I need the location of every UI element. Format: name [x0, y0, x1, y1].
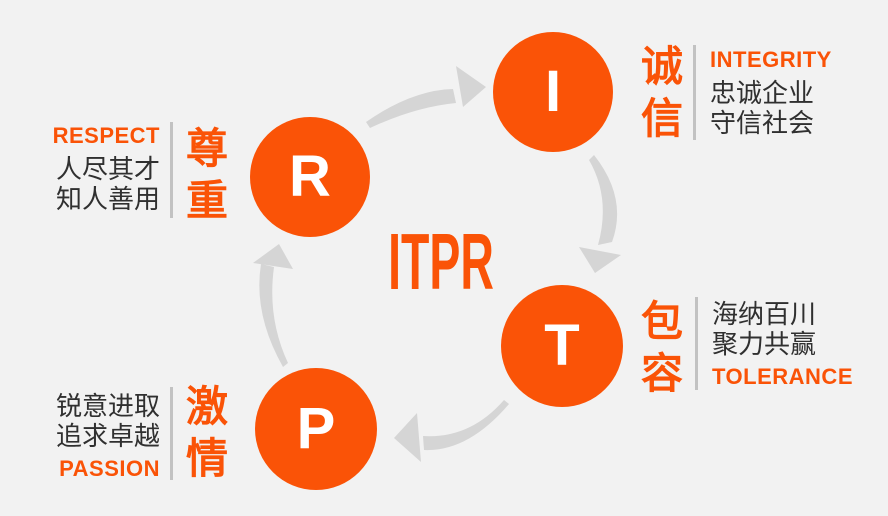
node-circle-integrity: I	[493, 32, 613, 152]
tolerance-cn-keyword: 包容	[640, 298, 683, 397]
node-letter-respect: R	[289, 144, 331, 209]
curved-arrow-down-icon	[579, 155, 621, 273]
integrity-textblock: INTEGRITY 忠诚企业 守信社会	[710, 47, 832, 139]
curved-arrow-left-icon	[394, 400, 509, 462]
node-circle-tolerance: T	[501, 285, 623, 407]
respect-cn-keyword: 尊重	[185, 125, 228, 224]
tolerance-desc-line2: 聚力共赢	[712, 329, 817, 359]
tolerance-textblock: 海纳百川 聚力共赢 TOLERANCE	[712, 299, 853, 389]
integrity-desc-line2: 守信社会	[710, 108, 815, 138]
center-title: ITPR	[388, 217, 494, 306]
respect-textblock: RESPECT 人尽其才 知人善用	[52, 123, 160, 215]
tolerance-en-label: TOLERANCE	[712, 364, 853, 389]
tolerance-desc-line1: 海纳百川	[712, 299, 817, 329]
curved-arrow-up-icon	[253, 244, 293, 367]
integrity-en-label: INTEGRITY	[710, 47, 832, 72]
node-circle-respect: R	[250, 117, 370, 237]
passion-cn-keyword: 激情	[185, 383, 228, 482]
passion-en-label: PASSION	[59, 456, 160, 481]
node-letter-integrity: I	[544, 59, 562, 124]
node-circle-passion: P	[255, 368, 377, 490]
integrity-desc-line1: 忠诚企业	[710, 78, 815, 108]
node-letter-tolerance: T	[544, 313, 580, 378]
respect-desc-line1: 人尽其才	[55, 154, 160, 184]
passion-desc-line2: 追求卓越	[55, 421, 160, 451]
respect-desc-line2: 知人善用	[55, 184, 160, 214]
curved-arrow-right-icon	[366, 66, 486, 128]
tolerance-divider	[695, 297, 698, 390]
integrity-divider	[693, 45, 696, 140]
passion-divider	[170, 387, 173, 480]
passion-textblock: 锐意进取 追求卓越 PASSION	[56, 391, 160, 481]
respect-en-label: RESPECT	[52, 123, 160, 148]
integrity-cn-keyword: 诚信	[640, 43, 683, 142]
node-letter-passion: P	[296, 396, 336, 461]
respect-divider	[170, 122, 173, 218]
passion-desc-line1: 锐意进取	[55, 391, 160, 421]
